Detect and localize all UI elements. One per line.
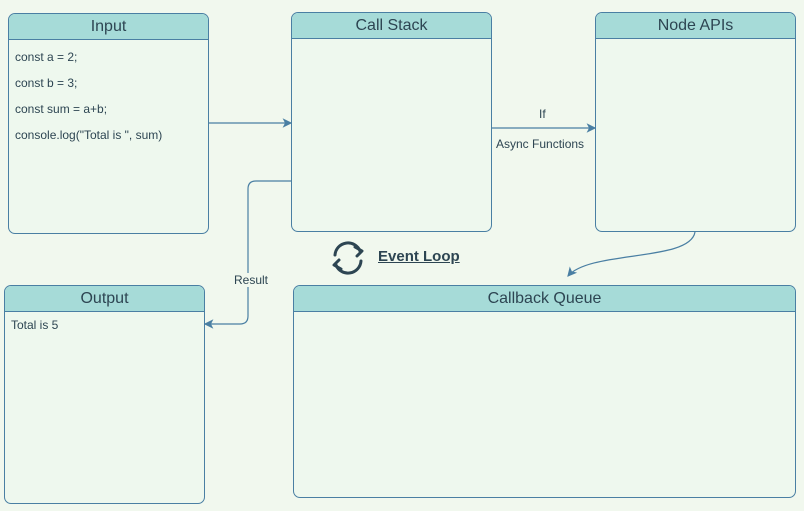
code-line: const a = 2; — [15, 50, 78, 64]
node-apis-panel: Node APIs — [595, 12, 796, 232]
code-line: const b = 3; — [15, 76, 78, 90]
node-apis-panel-title: Node APIs — [596, 13, 795, 39]
call-stack-panel: Call Stack — [291, 12, 492, 232]
edge-nodeapis-to-callbackqueue — [567, 231, 696, 277]
refresh-cycle-icon — [332, 241, 364, 275]
output-panel: Output Total is 5 — [4, 285, 205, 504]
output-line: Total is 5 — [11, 318, 59, 332]
edge-label-if: If — [539, 107, 546, 121]
event-loop-label: Event Loop — [378, 248, 460, 265]
edge-callstack-to-output — [203, 180, 291, 329]
code-line: const sum = a+b; — [15, 102, 108, 116]
input-panel: Input const a = 2; const b = 3; const su… — [8, 13, 209, 234]
output-content: Total is 5 — [5, 312, 204, 338]
output-panel-title: Output — [5, 286, 204, 312]
input-panel-title: Input — [9, 14, 208, 40]
edge-label-result: Result — [234, 273, 269, 287]
code-line: console.log("Total is ", sum) — [15, 128, 163, 142]
callback-queue-panel-title: Callback Queue — [294, 286, 795, 312]
callback-queue-panel: Callback Queue — [293, 285, 796, 498]
call-stack-panel-title: Call Stack — [292, 13, 491, 39]
edge-label-async-functions: Async Functions — [496, 137, 585, 151]
input-code: const a = 2; const b = 3; const sum = a+… — [9, 40, 208, 152]
